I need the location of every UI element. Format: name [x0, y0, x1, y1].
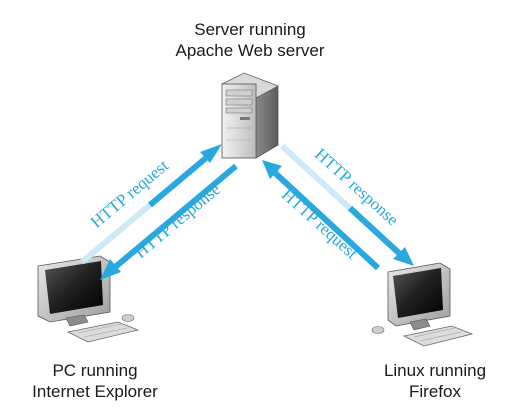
right-arrow-group: HTTP response HTTP request — [262, 143, 414, 271]
linux-client-label-line2: Firefox — [409, 382, 461, 401]
linux-computer-icon — [371, 262, 474, 347]
pc-client-label: PC running Internet Explorer — [15, 360, 175, 402]
right-request-text: HTTP request — [278, 185, 362, 263]
left-response-arrowhead — [100, 259, 121, 280]
server-label: Server running Apache Web server — [150, 19, 350, 61]
server-label-line1: Server running — [194, 20, 306, 39]
right-request-arrow — [271, 169, 381, 271]
server-icon — [221, 72, 279, 159]
linux-client-label-line1: Linux running — [383, 361, 487, 380]
server-label-line2: Apache Web server — [175, 41, 325, 60]
left-request-arrowhead — [200, 144, 222, 163]
pc-client-label-line1: PC running — [52, 361, 138, 380]
left-response-arrow — [112, 163, 238, 271]
right-response-arrowhead — [393, 247, 414, 266]
pc-computer-icon — [37, 255, 140, 343]
linux-client-label: Linux running Firefox — [370, 360, 500, 402]
right-request-arrowhead — [262, 160, 282, 179]
pc-client-label-line2: Internet Explorer — [32, 382, 158, 401]
